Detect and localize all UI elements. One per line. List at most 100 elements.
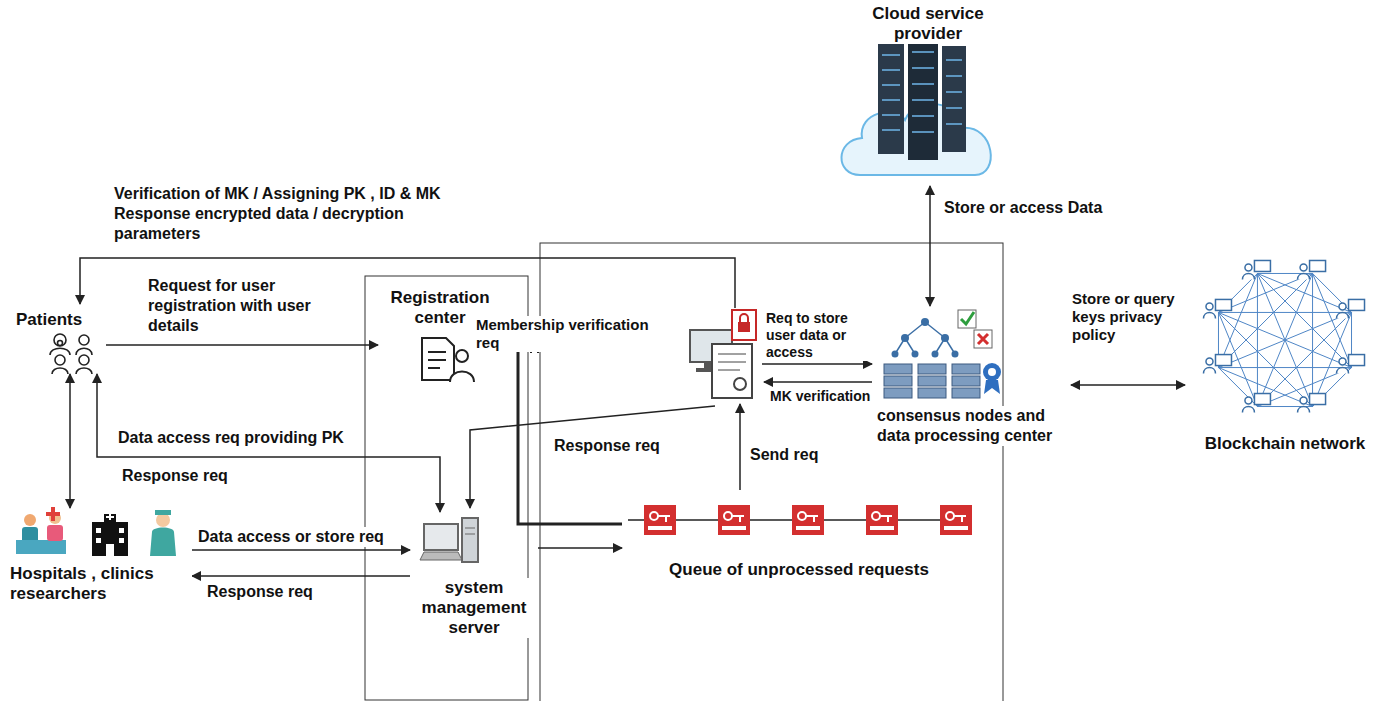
connector-arrow <box>929 186 931 306</box>
arrow-label: Membership verification req <box>474 316 678 352</box>
arrow-label: Store or query keys privacy policy <box>1070 290 1190 344</box>
key-glyph <box>732 516 744 522</box>
key-glyph <box>658 516 670 522</box>
arrow-label: Request for user registration with user … <box>146 276 320 336</box>
network-link <box>1218 368 1257 407</box>
arrow-label: Response req <box>120 466 230 486</box>
peer-person <box>1206 303 1213 310</box>
consensus-icon <box>884 310 1001 398</box>
key-glyph <box>880 516 892 522</box>
network-link <box>1257 273 1351 312</box>
peer-person <box>1300 264 1307 271</box>
computer-certificate-icon <box>690 310 756 398</box>
node-label: Hospitals , clinics researchers <box>8 564 192 604</box>
peer-person <box>1203 368 1215 374</box>
key-block <box>866 505 898 535</box>
arrow-label: Send req <box>748 445 820 465</box>
arrow-label: MK verification <box>768 388 872 405</box>
diagram-node: consensus nodes and data processing cent… <box>875 306 1071 446</box>
connector-arrow <box>106 344 378 346</box>
peer-person <box>1339 358 1346 365</box>
cloud-icon <box>841 38 990 175</box>
node-label: Patients <box>14 310 84 330</box>
key-glyph <box>944 526 968 530</box>
peer-monitor <box>1215 299 1231 310</box>
network-link <box>1218 367 1351 368</box>
connector-arrow <box>1071 384 1185 386</box>
arrow-label: Verification of MK / Assigning PK , ID &… <box>112 184 496 244</box>
peer-monitor <box>1349 299 1365 310</box>
peer-person <box>1298 407 1310 413</box>
peer-monitor <box>1254 394 1270 405</box>
region-frame <box>365 243 1003 701</box>
peer-person <box>1300 397 1307 404</box>
network-link <box>1218 273 1312 312</box>
key-glyph <box>870 526 894 530</box>
peer-person <box>1203 312 1215 318</box>
arrow-label: Response req <box>205 582 315 602</box>
diagram-node: Patients <box>14 310 106 374</box>
diagram-node: Cloud service provider <box>835 4 1021 186</box>
node-label: Cloud service provider <box>835 4 1021 44</box>
connector-arrow <box>192 575 410 577</box>
network-link <box>1313 273 1352 312</box>
connector-arrow <box>538 547 622 549</box>
arrow-label: Store or access Data <box>942 198 1104 218</box>
network-link <box>1218 312 1351 367</box>
peer-person <box>1337 312 1349 318</box>
peer-monitor <box>1310 394 1326 405</box>
connector-arrow <box>502 343 622 524</box>
node-label: Blockchain network <box>1203 434 1368 454</box>
connector-arrow <box>97 374 440 512</box>
diagram-node: Blockchain network <box>1185 262 1385 454</box>
hospital-icons <box>16 507 176 556</box>
peer-monitor <box>1254 260 1270 271</box>
node-label: consensus nodes and data processing cent… <box>875 406 1071 446</box>
peer-person <box>1245 397 1252 404</box>
key-glyph <box>722 526 746 530</box>
diagram-node: system management server <box>410 512 538 638</box>
peer-person <box>1242 407 1254 413</box>
peer-person <box>1206 358 1213 365</box>
layout-arrows <box>80 258 872 508</box>
node-label: Queue of unprocessed requests <box>667 560 931 580</box>
peer-person <box>1339 303 1346 310</box>
connector-arrow <box>69 374 71 508</box>
patients-icon <box>50 334 92 374</box>
key-glyph <box>796 526 820 530</box>
network-link <box>1218 273 1312 367</box>
key-glyph <box>650 512 658 520</box>
network-link <box>1218 312 1312 406</box>
diagram-node: Queue of unprocessed requests <box>622 492 976 580</box>
key-glyph <box>946 512 954 520</box>
arrow-label: Response req <box>552 436 662 456</box>
arrow-label: Req to store user data or access <box>764 310 880 361</box>
network-link <box>1218 312 1351 313</box>
peer-person <box>1245 264 1252 271</box>
network-link <box>1257 273 1351 367</box>
peer-monitor <box>1215 355 1231 366</box>
key-block <box>718 505 750 535</box>
arrow-label: Data access or store req <box>196 527 386 547</box>
key-glyph <box>872 512 880 520</box>
key-glyph <box>648 526 672 530</box>
peer-monitor <box>1349 355 1365 366</box>
node-label: system management server <box>410 578 538 638</box>
connector-arrow <box>192 549 410 551</box>
queue-chain <box>628 505 972 535</box>
peer-person <box>1298 273 1310 279</box>
key-block <box>792 505 824 535</box>
peer-person <box>1242 273 1254 279</box>
network-link <box>1257 273 1258 406</box>
network-link <box>1257 312 1351 406</box>
network-link <box>1218 312 1351 367</box>
key-glyph <box>954 516 966 522</box>
key-glyph <box>798 512 806 520</box>
registration-icon <box>422 338 474 382</box>
network-link <box>1312 273 1313 406</box>
diagram-node: Hospitals , clinics researchers <box>8 508 192 604</box>
key-block <box>940 505 972 535</box>
peer-person <box>1337 368 1349 374</box>
blockchain-network-icon <box>1203 260 1364 412</box>
